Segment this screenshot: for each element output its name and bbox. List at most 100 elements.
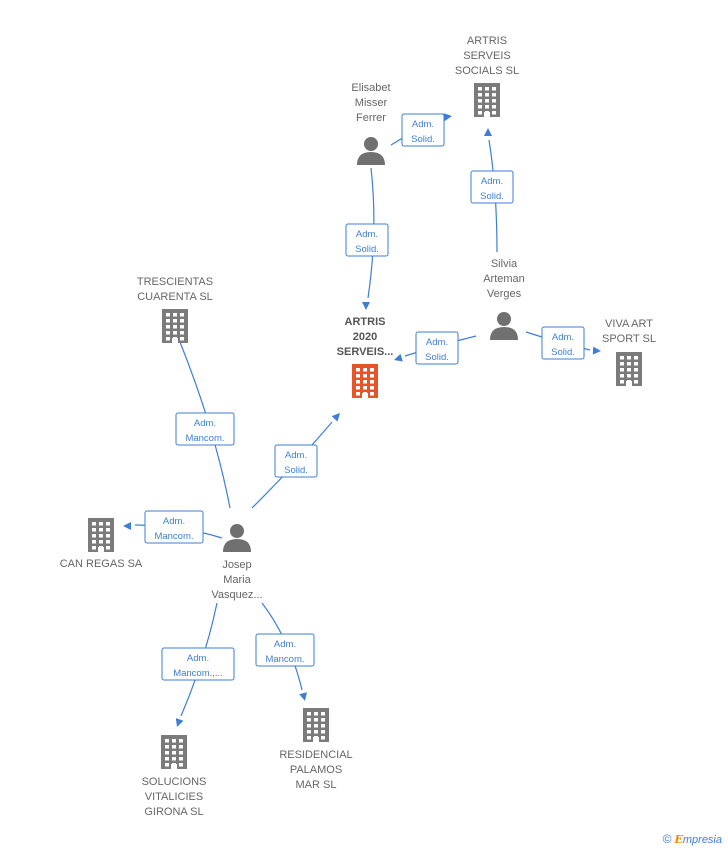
edge-label-box[interactable] xyxy=(255,633,315,667)
node-label: Arteman xyxy=(483,273,525,285)
edge-label[interactable]: Adm. Mancom. xyxy=(255,633,315,667)
building-icon[interactable] xyxy=(162,309,188,343)
edge-josep-to-trescientas: Adm. Mancom. xyxy=(174,330,235,509)
node-label: Maria xyxy=(223,574,251,586)
edge-label[interactable]: Adm. Solid. xyxy=(415,331,459,365)
edge-label-text: Solid. xyxy=(425,352,449,363)
edge-label[interactable]: Adm. Solid. xyxy=(470,170,514,204)
node-label: SPORT SL xyxy=(602,333,656,345)
edge-label-text: Mancom.,... xyxy=(173,668,223,679)
edges-layer: Adm. Solid. Adm. Solid. Adm. Solid. Adm. Solid.… xyxy=(123,113,601,727)
edge-label-text: Mancom. xyxy=(265,654,304,665)
edge-silvia-to-vivaArt: Adm.Solid. xyxy=(525,326,601,360)
node-label: CUARENTA SL xyxy=(137,291,213,303)
person-icon[interactable] xyxy=(223,524,251,552)
arrowhead-icon xyxy=(592,346,601,355)
person-icon[interactable] xyxy=(357,137,385,165)
edge-label-text: Adm. xyxy=(194,418,216,429)
edge-label-box[interactable] xyxy=(541,326,585,360)
node-label: SOLUCIONS xyxy=(142,776,207,788)
edge-label-text: Adm. xyxy=(426,337,448,348)
edge-label[interactable]: Adm. Solid. xyxy=(401,113,445,147)
node-canRegas[interactable]: CAN REGAS SA xyxy=(60,518,143,570)
edge-label-text: Solid. xyxy=(284,465,308,476)
edge-label-text: Adm. xyxy=(552,332,574,343)
node-residencial[interactable]: RESIDENCIAL PALAMOS MAR SL xyxy=(279,708,353,791)
edge-label-box[interactable] xyxy=(144,510,204,544)
node-label: ARTRIS xyxy=(467,35,507,47)
edge-label-text: Adm. xyxy=(412,119,434,130)
edge-label[interactable]: Adm.Solid. xyxy=(541,326,585,360)
node-label: SERVEIS... xyxy=(337,346,394,358)
edge-label-text: Adm. xyxy=(163,516,185,527)
edge-label[interactable]: Adm. Solid. xyxy=(345,223,389,257)
node-label: TRESCIENTAS xyxy=(137,276,213,288)
edge-label-text: Adm. xyxy=(274,639,296,650)
brand-logo-initial: E xyxy=(674,833,683,846)
edge-label-text: Adm. xyxy=(356,229,378,240)
arrowhead-icon xyxy=(394,353,403,362)
edge-label-box[interactable] xyxy=(161,647,235,681)
edge-josep-to-residencial: Adm. Mancom. xyxy=(255,602,315,701)
node-label: VIVA ART xyxy=(605,318,653,330)
edge-label-text: Solid. xyxy=(480,191,504,202)
edge-josep-to-solucions: Adm. Mancom.,... xyxy=(161,602,235,727)
node-label: GIRONA SL xyxy=(144,806,203,818)
building-icon[interactable] xyxy=(88,518,114,552)
person-icon[interactable] xyxy=(490,312,518,340)
node-label: CAN REGAS SA xyxy=(60,558,143,570)
node-label: SOCIALS SL xyxy=(455,65,519,77)
edge-label-box[interactable] xyxy=(401,113,445,147)
building-icon[interactable] xyxy=(474,83,500,117)
node-artrisSocials[interactable]: ARTRIS SERVEIS SOCIALS SL xyxy=(455,35,519,117)
building-icon[interactable] xyxy=(303,708,329,742)
edge-label[interactable]: Adm. Solid. xyxy=(274,444,318,478)
node-label: Ferrer xyxy=(356,112,386,124)
edge-label-text: Adm. xyxy=(481,176,503,187)
edge-label-box[interactable] xyxy=(470,170,514,204)
arrowhead-icon xyxy=(123,522,131,530)
node-vivaArt[interactable]: VIVA ART SPORT SL xyxy=(602,318,656,386)
edge-label[interactable]: Adm. Mancom.,... xyxy=(161,647,235,681)
arrowhead-icon xyxy=(484,128,492,136)
edge-label-box[interactable] xyxy=(345,223,389,257)
edge-label-text: Adm. xyxy=(187,653,209,664)
arrowhead-icon xyxy=(299,692,307,701)
edge-silvia-to-artrisSocials: Adm. Solid. xyxy=(470,128,514,253)
node-label: PALAMOS xyxy=(290,764,342,776)
edge-josep-to-canRegas: Adm. Mancom. xyxy=(123,510,223,544)
node-label: RESIDENCIAL xyxy=(279,749,352,761)
building-icon[interactable] xyxy=(352,364,378,398)
edge-label-text: Adm. xyxy=(285,450,307,461)
node-label: Misser xyxy=(355,97,388,109)
edge-label-text: Solid. xyxy=(411,134,435,145)
edge-label[interactable]: Adm. Mancom. xyxy=(175,412,235,446)
edge-label[interactable]: Adm. Mancom. xyxy=(144,510,204,544)
edge-josep-to-artris2020: Adm. Solid. xyxy=(251,413,340,509)
arrowhead-icon xyxy=(331,413,340,422)
building-icon[interactable] xyxy=(616,352,642,386)
node-label: 2020 xyxy=(353,331,377,343)
edge-elisabet-to-artris2020: Adm. Solid. xyxy=(345,167,389,310)
edge-label-box[interactable] xyxy=(274,444,318,478)
edge-label-text: Solid. xyxy=(355,244,379,255)
edge-label-box[interactable] xyxy=(415,331,459,365)
node-label: Elisabet xyxy=(351,82,390,94)
node-label: MAR SL xyxy=(296,779,337,791)
node-label: SERVEIS xyxy=(463,50,511,62)
edge-label-box[interactable] xyxy=(175,412,235,446)
edge-label-text: Mancom. xyxy=(185,433,224,444)
node-trescientas[interactable]: TRESCIENTAS CUARENTA SL xyxy=(137,276,213,343)
edge-silvia-to-artris2020: Adm. Solid. xyxy=(394,331,477,365)
arrowhead-icon xyxy=(362,302,370,310)
brand-logo-text: mpresia xyxy=(682,834,722,846)
node-josep[interactable]: JosepMariaVasquez... xyxy=(211,524,263,601)
node-artris2020[interactable]: ARTRIS2020SERVEIS... xyxy=(337,316,394,398)
edge-label-text: Mancom. xyxy=(154,531,193,542)
building-icon[interactable] xyxy=(161,735,187,769)
arrowhead-icon xyxy=(443,113,452,122)
